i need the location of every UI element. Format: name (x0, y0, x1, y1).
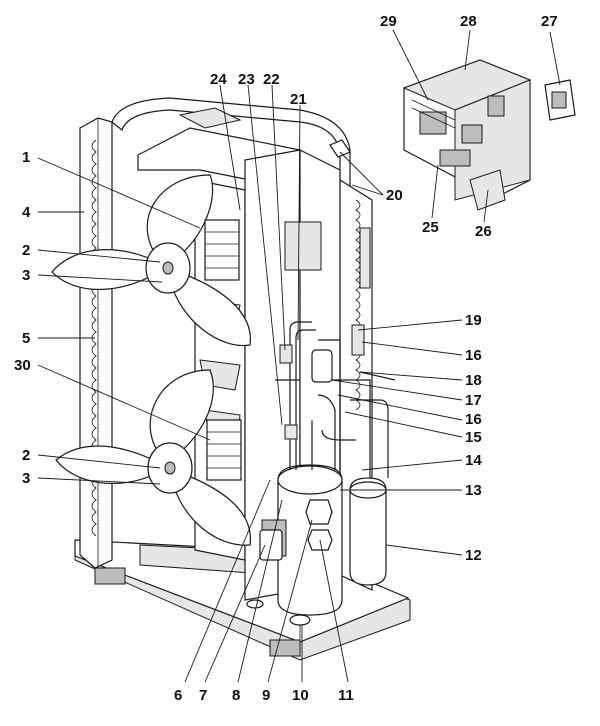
leader-lines (37, 29, 561, 683)
label-28: 28 (460, 13, 477, 30)
label-12: 12 (465, 547, 482, 564)
label-22: 22 (263, 71, 280, 88)
pcb-component-c (487, 95, 505, 117)
pcb-component-b (461, 124, 483, 144)
label-8: 8 (232, 687, 240, 704)
label-1: 1 (22, 149, 30, 166)
label-4: 4 (22, 204, 31, 221)
label-2-lower: 2 (22, 447, 30, 464)
label-23: 23 (238, 71, 255, 88)
label-10: 10 (292, 687, 309, 704)
label-16-lower: 16 (465, 411, 482, 428)
label-21: 21 (290, 91, 307, 108)
label-26: 26 (475, 223, 492, 240)
lower-fan-blade-left (55, 445, 159, 485)
upper-fan-blade-bottom (169, 271, 251, 347)
label-6: 6 (174, 687, 182, 704)
label-3-upper: 3 (22, 267, 30, 284)
lower-fan-motor (206, 419, 242, 481)
label-2-upper: 2 (22, 242, 30, 259)
muffler (351, 324, 365, 356)
pressure-switch (279, 344, 293, 364)
lower-fan-assembly (55, 369, 251, 546)
thermistor-clip (329, 139, 351, 158)
label-9: 9 (262, 687, 270, 704)
service-valve-gas (305, 499, 333, 525)
label-15: 15 (465, 429, 482, 446)
header-pipe (359, 227, 371, 289)
compressor-section (246, 227, 396, 626)
pcb-component-a (419, 111, 447, 135)
label-3-lower: 3 (22, 470, 30, 487)
accumulator (349, 477, 387, 586)
label-16-upper: 16 (465, 347, 482, 364)
label-29: 29 (380, 13, 397, 30)
label-11: 11 (338, 687, 354, 704)
label-13: 13 (465, 482, 482, 499)
label-18: 18 (465, 372, 482, 389)
label-20: 20 (386, 187, 403, 204)
label-24: 24 (210, 71, 227, 88)
label-25: 25 (422, 219, 439, 236)
four-way-valve (311, 349, 333, 383)
label-5: 5 (22, 330, 30, 347)
control-box-assembly (329, 59, 576, 211)
label-27: 27 (541, 13, 558, 30)
bracket (469, 169, 506, 211)
terminal-block (439, 149, 471, 167)
callout-labels: 1 4 2 3 5 30 2 3 6 7 8 9 10 11 12 13 14 … (14, 13, 558, 704)
label-17: 17 (465, 392, 482, 409)
lower-fan-blade-top (149, 369, 214, 461)
label-7: 7 (199, 687, 207, 704)
label-19: 19 (465, 312, 482, 329)
lower-fan-blade-bottom (171, 471, 251, 546)
upper-fan-blade-left (51, 249, 159, 290)
label-30: 30 (14, 357, 31, 374)
expansion-valve (284, 424, 298, 440)
upper-fan-motor (204, 219, 240, 281)
upper-fan-blade-top (146, 174, 214, 263)
label-14: 14 (465, 452, 482, 469)
